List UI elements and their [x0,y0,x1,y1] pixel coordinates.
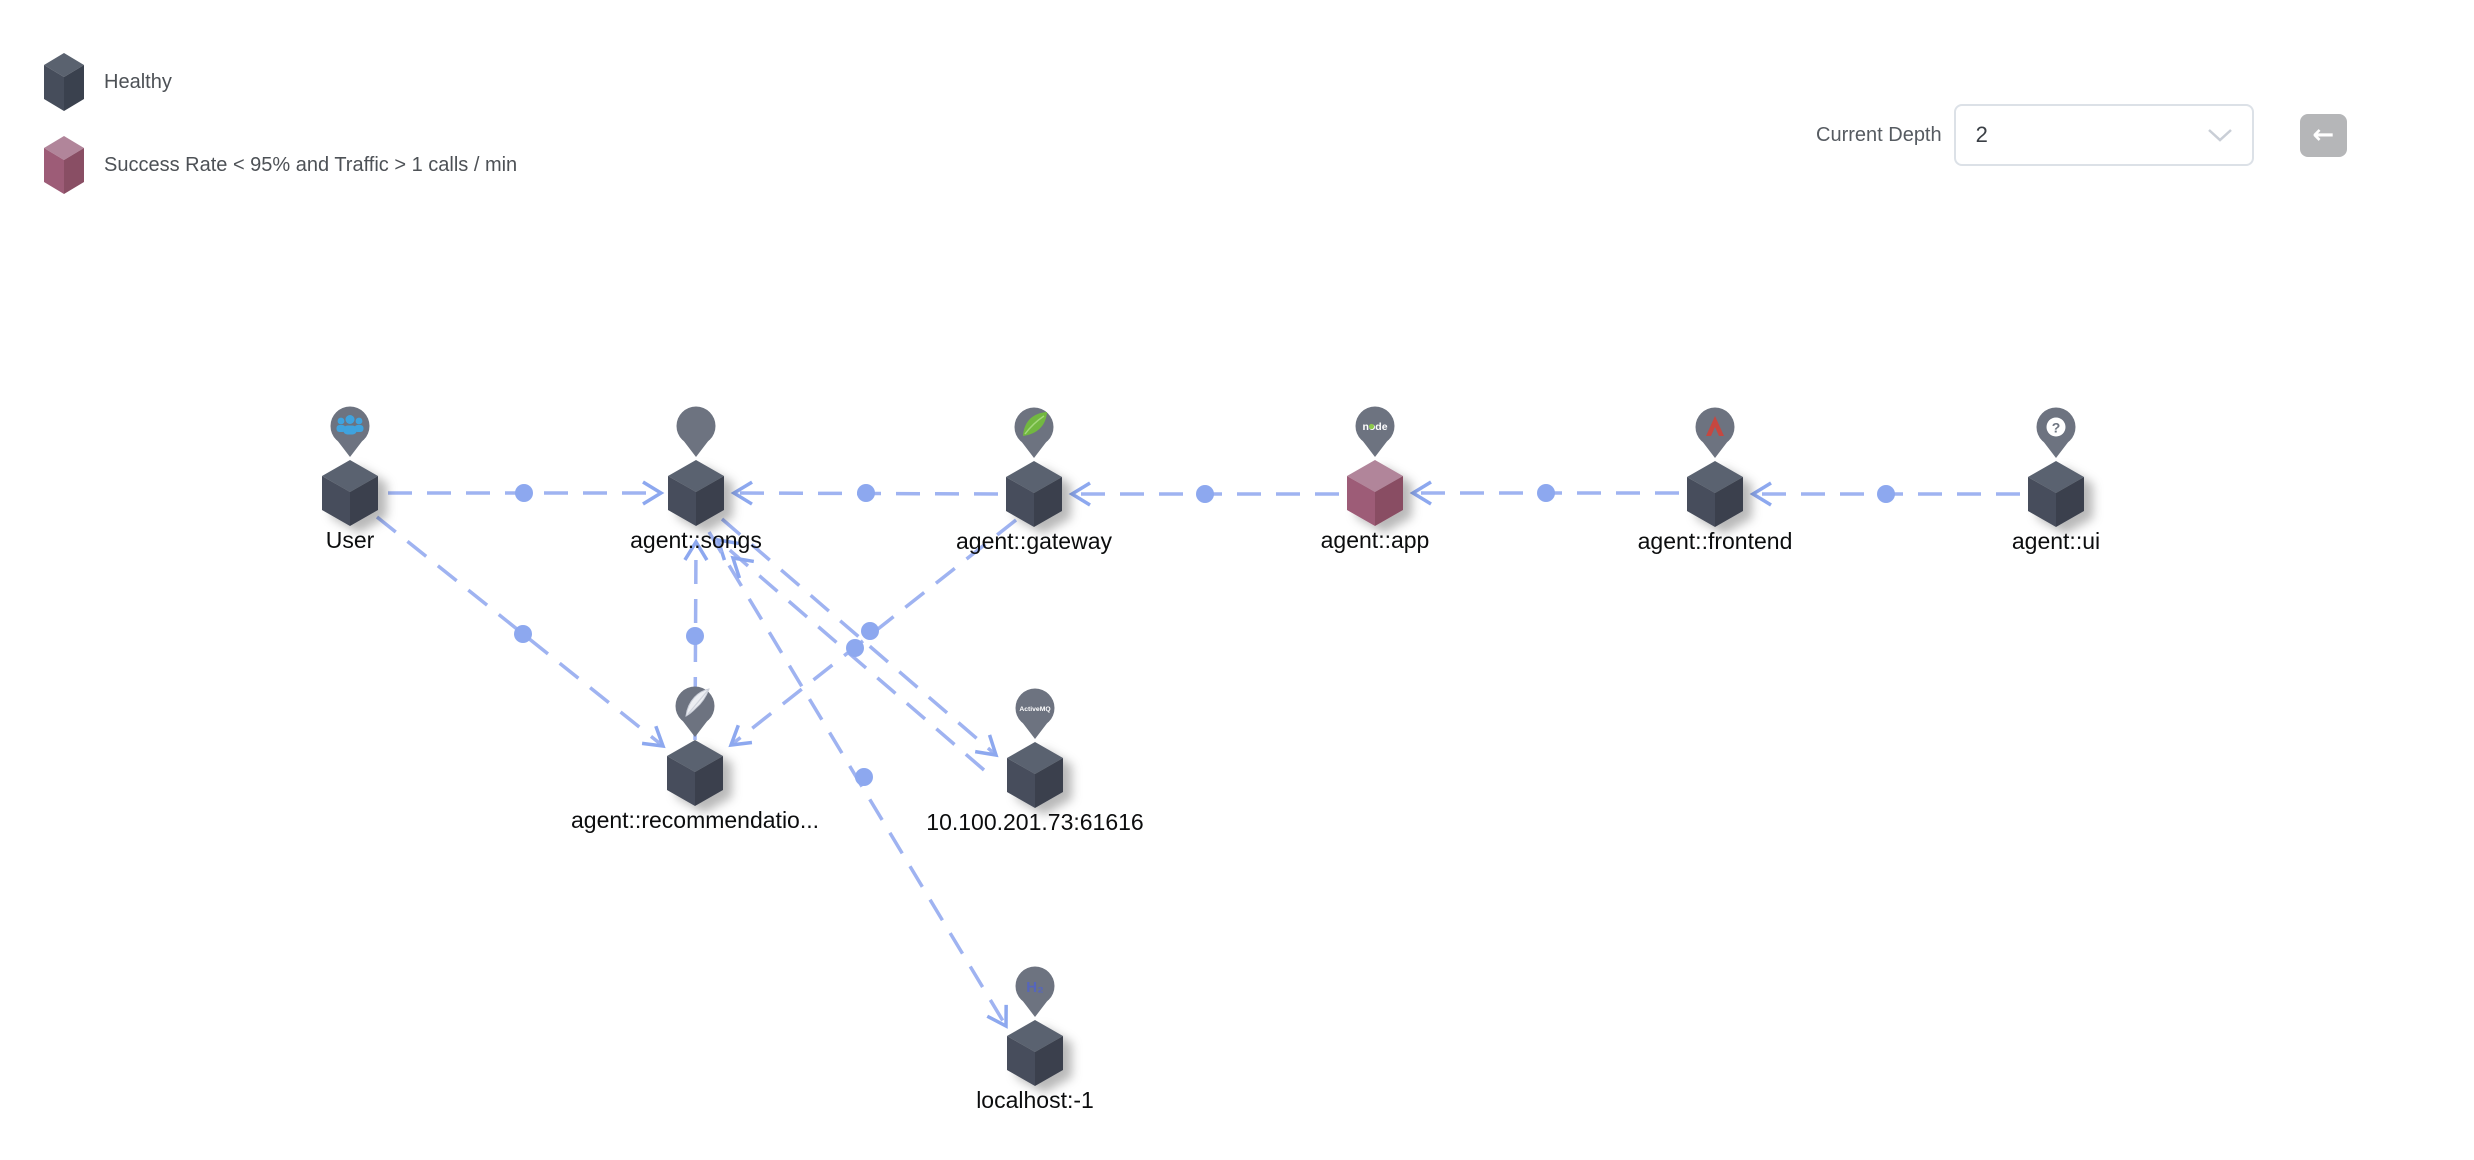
edge-dots-layer [514,484,1895,786]
legend-label-healthy: Healthy [104,70,172,93]
node-recommendation[interactable]: agent::recommendatio... [571,686,819,834]
node-songs[interactable]: agent::songs [630,406,762,554]
edges-layer [375,480,2020,1029]
node-app[interactable]: node agent::app [1321,406,1430,554]
svg-text:?: ? [2052,420,2061,436]
question-icon: ? [2036,407,2076,458]
node-label: 10.100.201.73:61616 [926,809,1143,835]
edge-dot [1196,485,1214,503]
depth-value: 2 [1975,122,1988,147]
unhealthy-cube-icon [44,136,84,194]
extra-arrowhead [730,555,755,579]
healthy-cube-icon [322,460,378,526]
healthy-cube-icon [1687,461,1743,527]
healthy-cube-icon [1007,1020,1063,1086]
node-label: agent::app [1321,527,1430,553]
edge-dot [857,484,875,502]
svg-text:H₂: H₂ [1026,979,1044,996]
legend-label-unhealthy: Success Rate < 95% and Traffic > 1 calls… [104,153,518,176]
node-h2[interactable]: H₂ localhost:-1 [976,966,1094,1114]
nodejs-icon: node [1355,406,1395,457]
edge-dot [514,625,532,643]
healthy-cube-icon [668,460,724,526]
legend-item-unhealthy: Success Rate < 95% and Traffic > 1 calls… [40,133,517,197]
edge-user-recommendation [375,515,666,749]
node-label: localhost:-1 [976,1087,1094,1113]
node-label: agent::ui [2012,528,2100,554]
edge-dot [1537,484,1555,502]
node-frontend[interactable]: agent::frontend [1638,407,1793,555]
unhealthy-cube-icon [1347,460,1403,526]
healthy-cube-icon [667,740,723,806]
left-arrow-icon: ← [2312,120,2335,150]
healthy-cube-icon [1007,742,1063,808]
node-gateway[interactable]: agent::gateway [956,407,1113,555]
node-label: agent::recommendatio... [571,807,819,833]
users-icon [330,406,370,457]
edge-dot [861,622,879,640]
healthy-cube-icon [2028,461,2084,527]
edge-dot [686,627,704,645]
feather-icon [675,686,715,737]
edge-dot [515,484,533,502]
edge-dot [846,639,864,657]
activemq-icon: ActiveMQ [1015,688,1055,739]
chevron-down-icon [2207,128,2232,142]
node-activemq[interactable]: ActiveMQ 10.100.201.73:61616 [926,688,1144,836]
plain-pin-icon [676,406,716,457]
node-label: agent::frontend [1638,528,1793,554]
depth-controls: Current Depth 2 ← [1816,103,2347,167]
node-label: agent::gateway [956,528,1113,554]
legend: Healthy Success Rate < 95% and Traffic >… [40,50,517,197]
back-button[interactable]: ← [2299,113,2347,157]
node-label: User [326,527,375,553]
healthy-cube-icon [1006,461,1062,527]
h2-icon: H₂ [1015,966,1055,1017]
edge-songs-activemq [720,517,999,758]
svg-text:ActiveMQ: ActiveMQ [1019,706,1050,713]
edge-gateway-recommendation [728,518,1018,748]
legend-item-healthy: Healthy [40,50,517,114]
node-user[interactable]: User [322,406,378,554]
svg-text:node: node [1362,421,1387,433]
node-label: agent::songs [630,527,762,553]
spring-leaf-icon [1014,407,1054,458]
node-ui[interactable]: ? agent::ui [2012,407,2100,555]
depth-label: Current Depth [1816,123,1942,146]
edge-dot [1877,485,1895,503]
depth-select[interactable]: 2 [1953,104,2254,166]
edge-dot [855,768,873,786]
red-chevron-icon [1695,407,1735,458]
healthy-cube-icon [44,53,84,111]
